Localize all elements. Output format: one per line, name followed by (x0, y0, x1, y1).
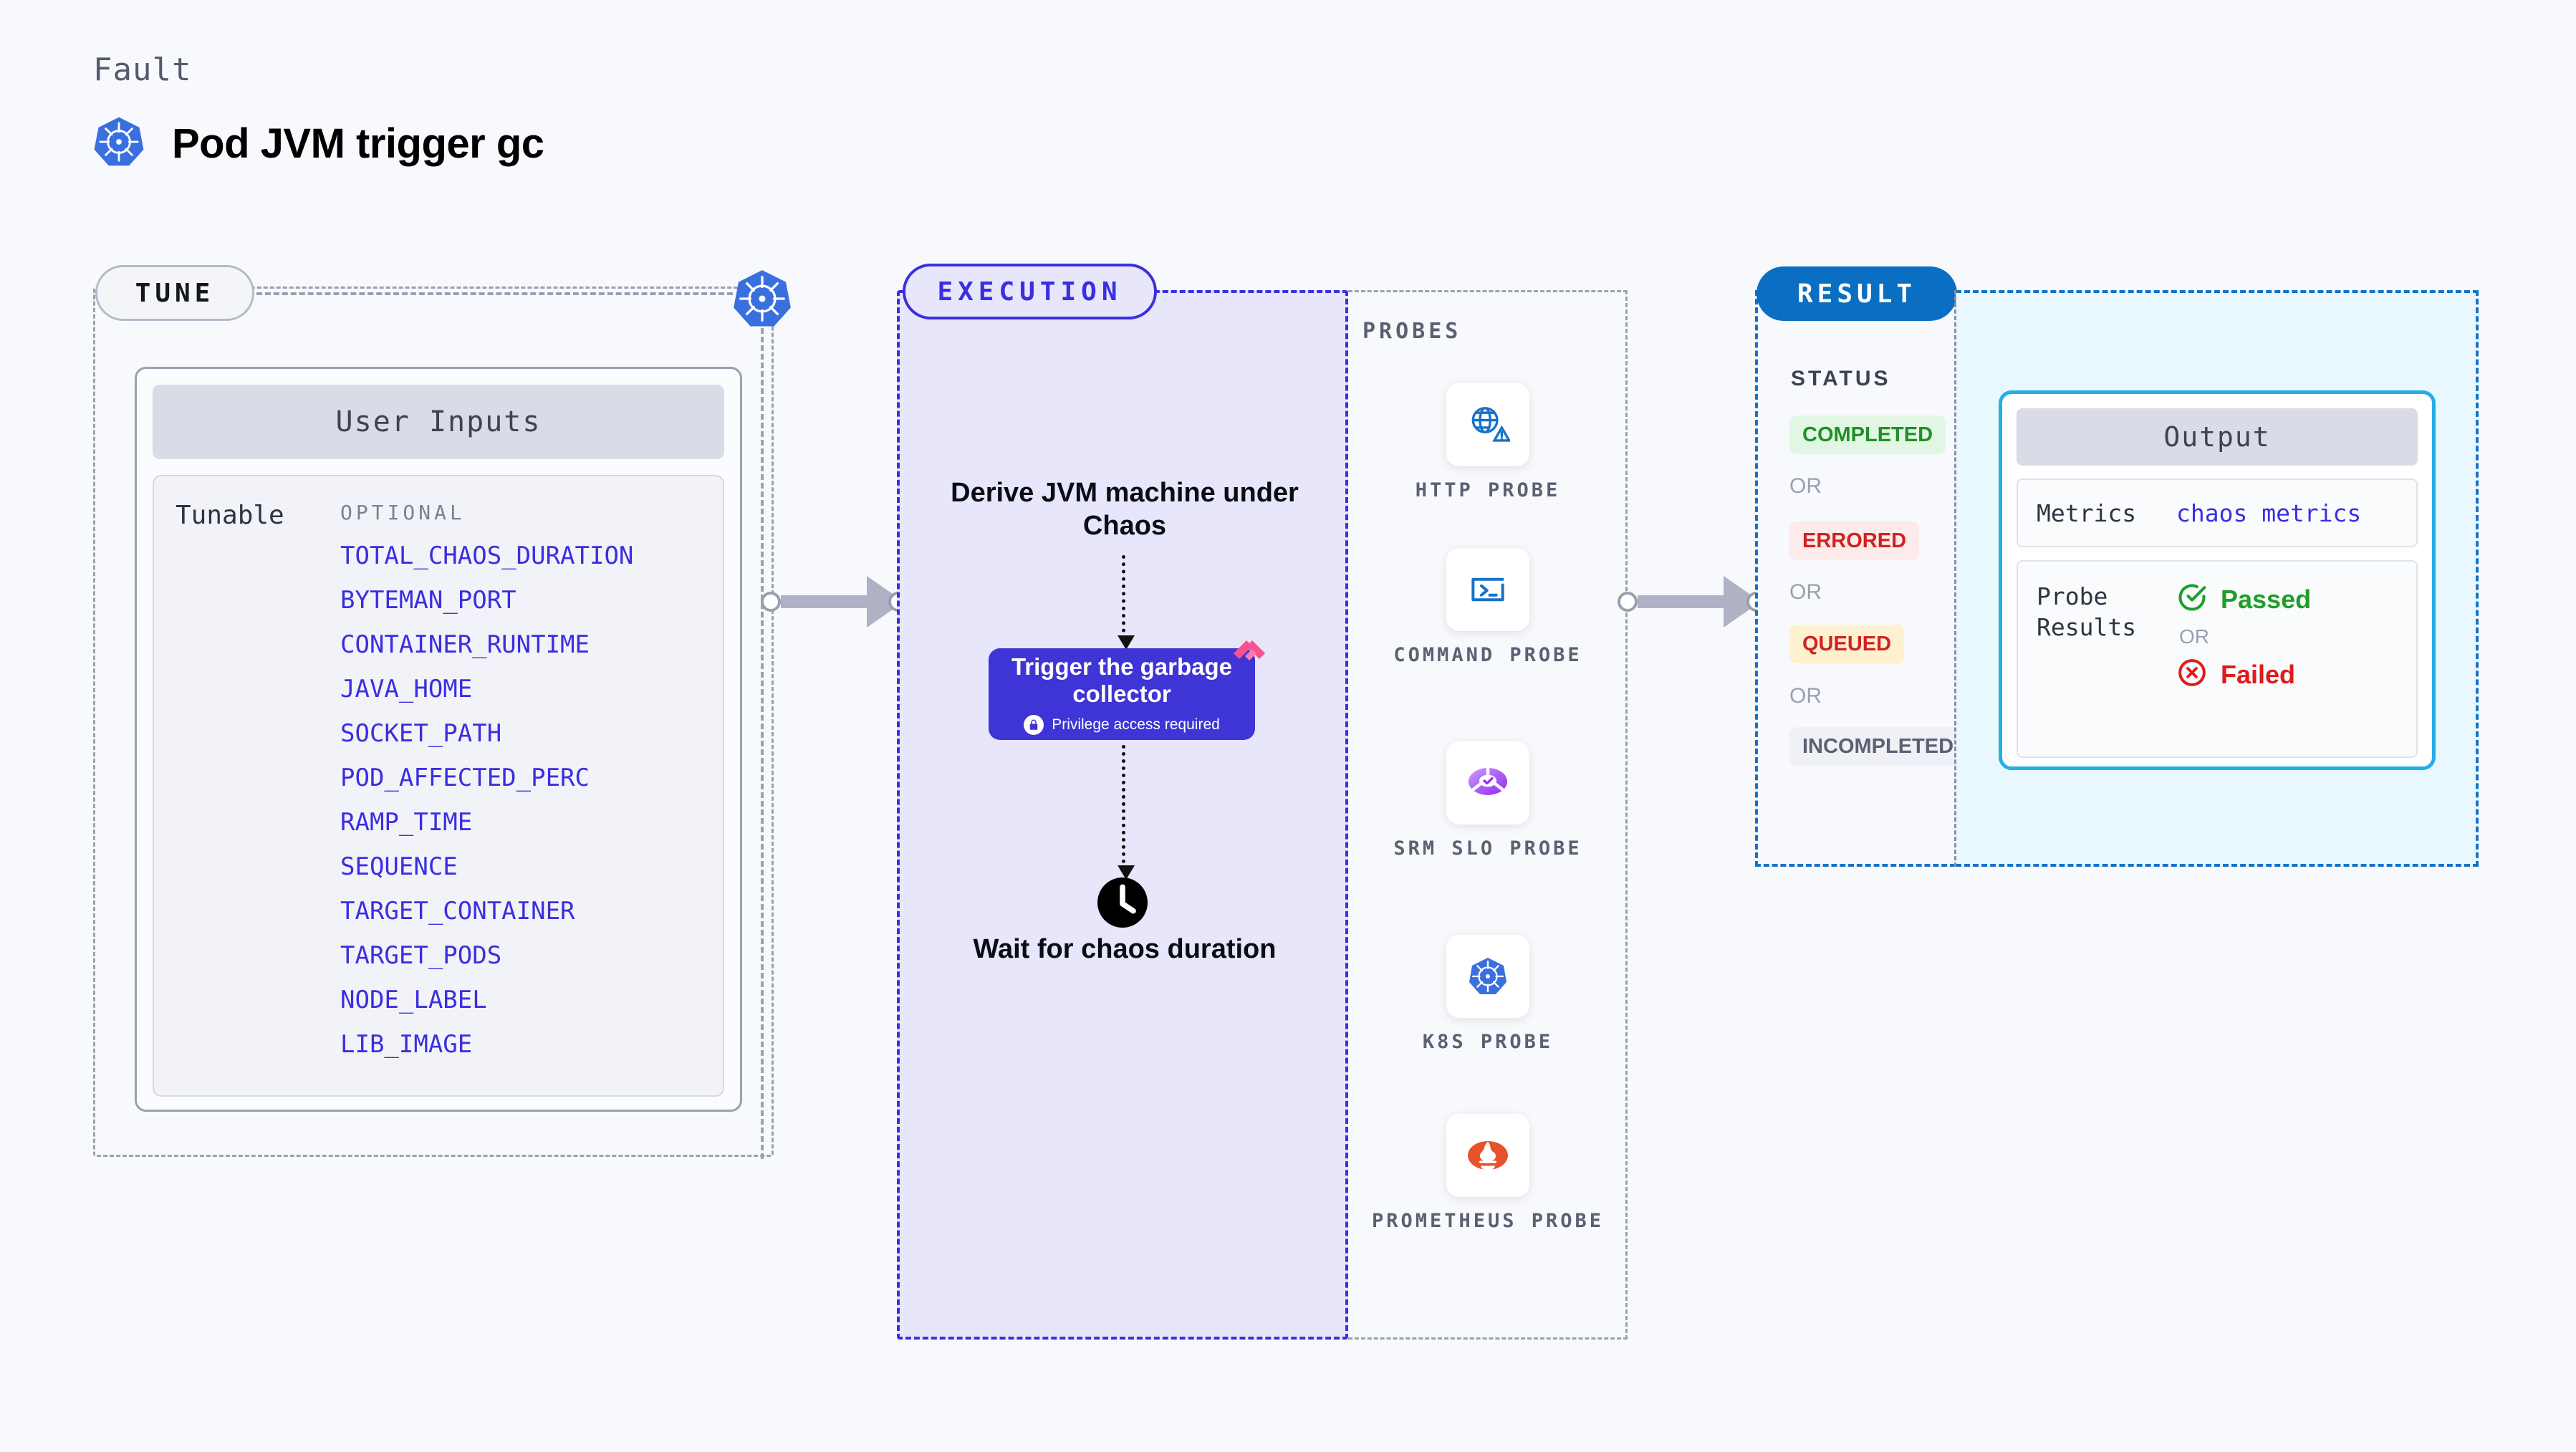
probe-label: COMMAND PROBE (1393, 644, 1582, 666)
probe-label: K8S PROBE (1422, 1031, 1554, 1053)
probe-srm-slo[interactable]: SRM SLO PROBE (1348, 741, 1628, 862)
clock-icon (1094, 874, 1151, 931)
kubernetes-icon (92, 115, 146, 173)
probe-prometheus[interactable]: PROMETHEUS PROBE (1348, 1114, 1628, 1234)
prometheus-icon (1446, 1114, 1529, 1197)
probe-results-key: Probe Results (2037, 582, 2137, 641)
param-java-home[interactable]: JAVA_HOME (340, 675, 473, 703)
status-badge-queued: QUEUED (1789, 625, 1905, 663)
page-eyebrow: Fault (93, 52, 192, 88)
status-panel-background (1756, 290, 1954, 865)
output-left-divider (1954, 290, 1956, 867)
execution-badge[interactable]: EXECUTION (903, 264, 1157, 319)
privilege-note-text: Privilege access required (1052, 716, 1220, 734)
tune-section-boundary (93, 287, 774, 1157)
probe-label: PROMETHEUS PROBE (1371, 1210, 1605, 1232)
page-title: Pod JVM trigger gc (172, 120, 544, 167)
user-inputs-card: User Inputs Tunable OPTIONAL TOTAL_CHAOS… (135, 367, 742, 1112)
tunable-panel: Tunable OPTIONAL TOTAL_CHAOS_DURATION BY… (153, 475, 724, 1097)
param-pod-affected-perc[interactable]: POD_AFFECTED_PERC (340, 764, 590, 792)
user-inputs-title: User Inputs (153, 385, 724, 459)
page-title-row: Pod JVM trigger gc (92, 115, 544, 173)
terminal-icon (1446, 548, 1529, 631)
param-byteman-port[interactable]: BYTEMAN_PORT (340, 586, 516, 615)
param-ramp-time[interactable]: RAMP_TIME (340, 808, 473, 837)
param-target-pods[interactable]: TARGET_PODS (340, 941, 502, 970)
probe-label: HTTP PROBE (1415, 479, 1561, 501)
connector-tune-to-execution (761, 576, 904, 628)
connector-execution-to-result (1618, 576, 1761, 628)
output-card: Output Metrics chaos metrics Probe Resul… (1999, 390, 2436, 770)
output-metrics-row: Metrics chaos metrics (2017, 479, 2418, 547)
status-badge-errored: ERRORED (1789, 521, 1920, 560)
probe-command[interactable]: COMMAND PROBE (1348, 548, 1628, 668)
tunable-param-list: OPTIONAL TOTAL_CHAOS_DURATION BYTEMAN_PO… (340, 501, 633, 1095)
metrics-value[interactable]: chaos metrics (2176, 499, 2362, 527)
status-badge-completed: COMPLETED (1789, 415, 1946, 454)
output-probe-results-row: Probe Results Passed OR (2017, 560, 2418, 758)
probe-result-passed-label: Passed (2221, 584, 2312, 614)
connector-bar (1638, 595, 1725, 608)
param-sequence[interactable]: SEQUENCE (340, 852, 458, 881)
param-node-label[interactable]: NODE_LABEL (340, 986, 487, 1014)
globe-warning-icon (1446, 383, 1529, 466)
probe-results-values: Passed OR Failed (2176, 582, 2311, 756)
slo-donut-check-icon (1446, 741, 1529, 824)
lock-icon (1024, 715, 1044, 736)
tune-connector-horizontal (256, 292, 733, 295)
param-target-container[interactable]: TARGET_CONTAINER (340, 897, 575, 925)
execution-step-derive: Derive JVM machine under Chaos (951, 478, 1299, 542)
flow-arrow-derive-to-trigger (1118, 555, 1135, 650)
probe-result-failed-label: Failed (2221, 659, 2296, 689)
tunable-label: Tunable (176, 501, 284, 530)
kubernetes-icon (731, 267, 794, 330)
connector-start-dot (1618, 592, 1638, 612)
probe-k8s[interactable]: K8S PROBE (1348, 935, 1628, 1055)
litmus-corner-icon (1231, 638, 1268, 675)
probe-results-or: OR (2179, 625, 2209, 648)
execution-action-card[interactable]: Trigger the garbage collector Privilege … (989, 648, 1255, 740)
probe-result-passed: Passed (2176, 582, 2311, 617)
status-badge-incompleted: INCOMPLETED (1789, 727, 1967, 766)
param-total-chaos-duration[interactable]: TOTAL_CHAOS_DURATION (340, 542, 634, 570)
param-lib-image[interactable]: LIB_IMAGE (340, 1030, 473, 1059)
check-circle-icon (2176, 582, 2208, 617)
tune-badge[interactable]: TUNE (95, 265, 254, 321)
probes-label: PROBES (1363, 319, 1462, 344)
status-or-3: OR (1789, 684, 1822, 708)
probe-label: SRM SLO PROBE (1393, 837, 1582, 860)
tune-connector-vertical (761, 328, 764, 1159)
connector-start-dot (761, 592, 781, 612)
status-or-1: OR (1789, 474, 1822, 498)
connector-bar (781, 595, 868, 608)
status-or-2: OR (1789, 580, 1822, 604)
output-title: Output (2017, 408, 2418, 466)
param-container-runtime[interactable]: CONTAINER_RUNTIME (340, 630, 590, 659)
probe-http[interactable]: HTTP PROBE (1348, 383, 1628, 504)
execution-step-wait: Wait for chaos duration (973, 934, 1277, 964)
kubernetes-icon (1446, 935, 1529, 1018)
privilege-note: Privilege access required (1024, 715, 1220, 736)
param-socket-path[interactable]: SOCKET_PATH (340, 719, 502, 748)
flow-arrow-trigger-to-wait (1118, 745, 1135, 880)
status-label: STATUS (1791, 367, 1891, 390)
optional-label: OPTIONAL (340, 501, 466, 524)
metrics-key: Metrics (2037, 499, 2137, 527)
probe-result-failed: Failed (2176, 657, 2311, 692)
x-circle-icon (2176, 657, 2208, 692)
result-badge[interactable]: RESULT (1756, 266, 1957, 321)
execution-action-title: Trigger the garbage collector (1011, 653, 1233, 707)
